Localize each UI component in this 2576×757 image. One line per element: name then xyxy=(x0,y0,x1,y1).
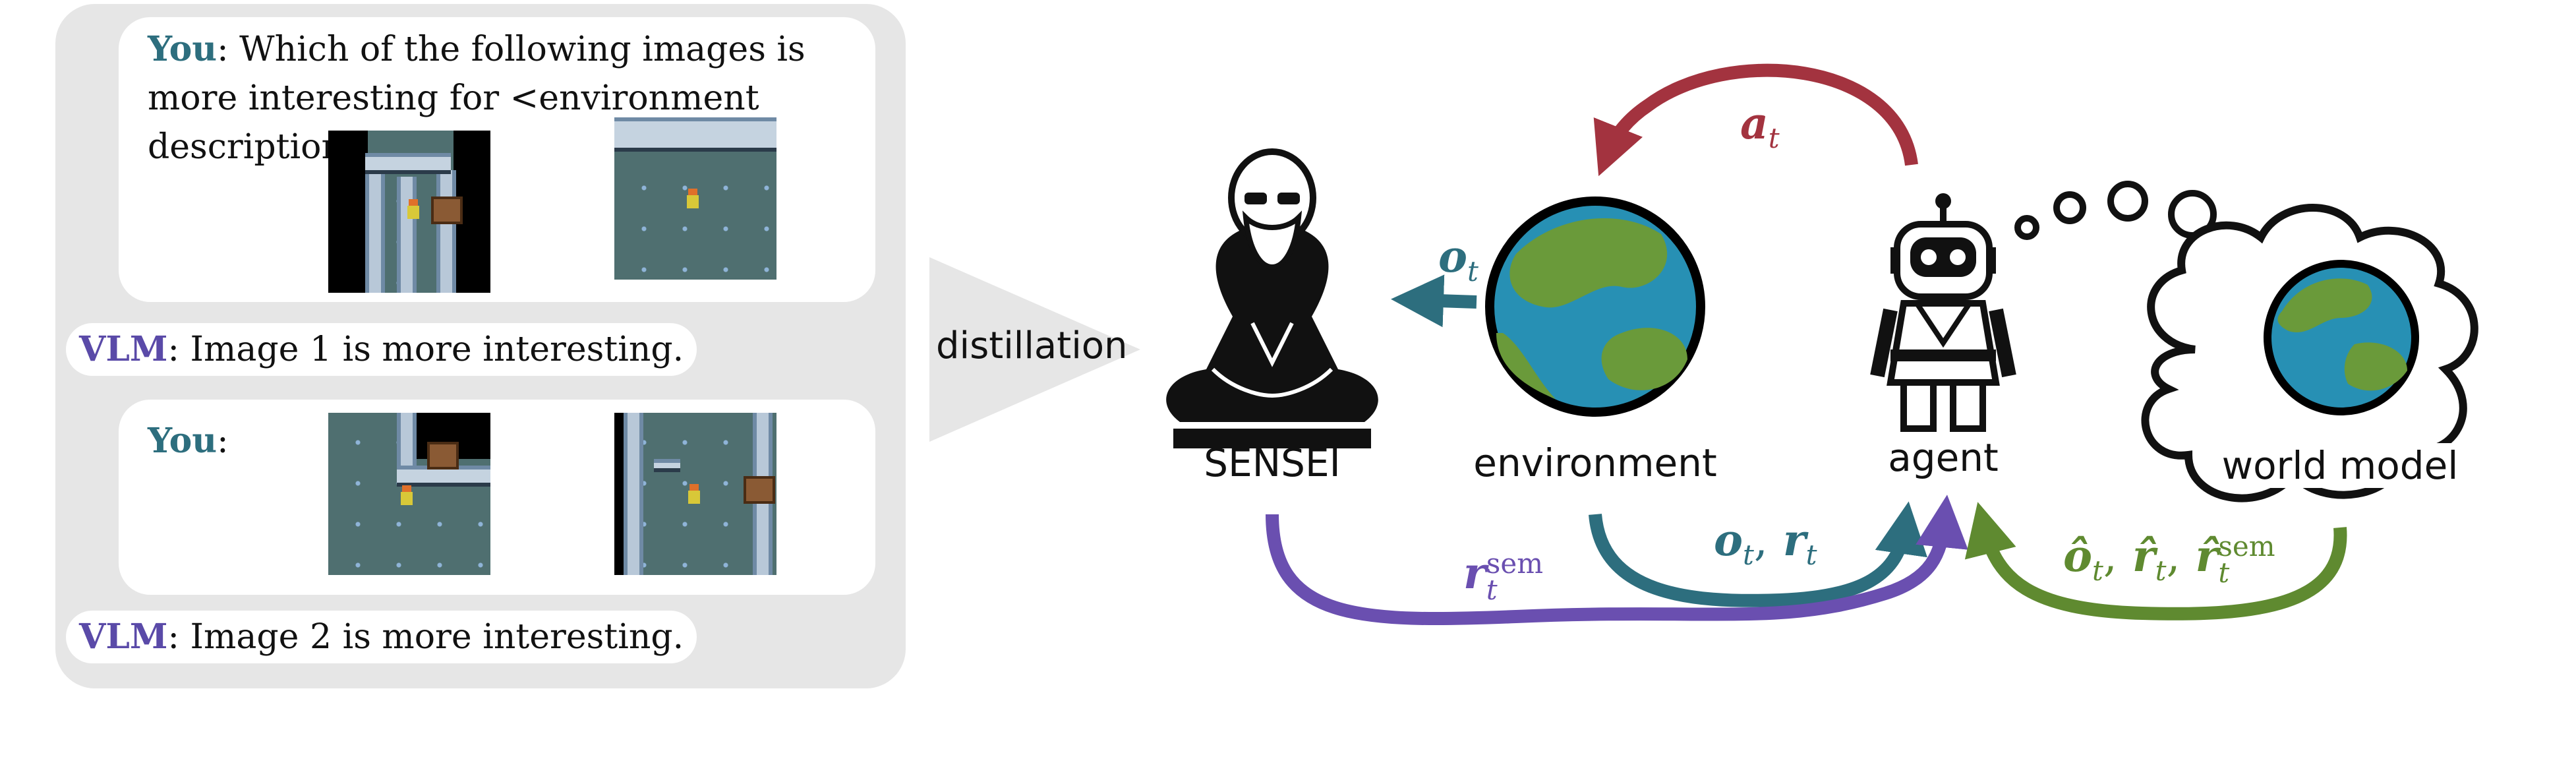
vlm-answer-2: VLM: Image 2 is more interesting. xyxy=(66,611,697,663)
question-bubble-1: You: Which of the following images is mo… xyxy=(119,17,875,302)
action-arrow xyxy=(1593,63,1918,177)
obs-to-sensei-arrow xyxy=(1391,274,1477,328)
world-model-label: world model xyxy=(2221,443,2459,488)
robot-agent-icon xyxy=(1870,193,2016,432)
speaker-you-2: You: xyxy=(148,421,229,461)
game-image-3 xyxy=(328,413,490,575)
distillation-label: distillation xyxy=(936,324,1128,367)
game-image-2 xyxy=(614,117,776,280)
environment-label: environment xyxy=(1473,440,1717,485)
game-image-1 xyxy=(328,131,490,293)
distillation-arrow xyxy=(929,257,1140,442)
game-image-4 xyxy=(614,413,776,575)
obs-reward-arrow xyxy=(1589,501,1927,607)
chat-panel: You: Which of the following images is mo… xyxy=(55,4,906,688)
thought-bubbles xyxy=(2014,181,2217,240)
obs-reward-label: ot, rt xyxy=(1714,514,1817,572)
question-bubble-2: You: xyxy=(119,400,875,595)
world-model-earth-icon xyxy=(2264,260,2419,415)
obs-label: ot xyxy=(1438,231,1478,288)
action-label: at xyxy=(1740,98,1780,155)
sem-reward-arrow xyxy=(1266,495,1968,626)
vlm-answer-1: VLM: Image 1 is more interesting. xyxy=(66,323,697,376)
sensei-icon xyxy=(1166,148,1378,448)
earth-icon xyxy=(1485,197,1705,417)
world-model-arrow xyxy=(1964,502,2347,621)
sensei-label: SENSEI xyxy=(1204,440,1341,485)
speaker-you: You xyxy=(148,29,218,69)
agent-label: agent xyxy=(1888,435,1999,480)
